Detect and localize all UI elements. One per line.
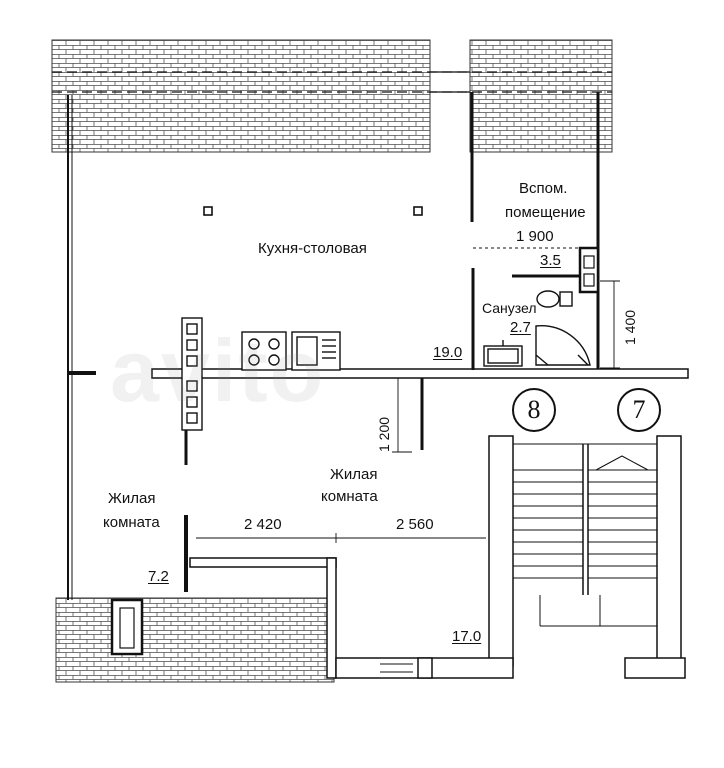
interior-walls [184, 378, 424, 679]
exterior-walls [67, 92, 600, 600]
living-center-area: 17.0 [452, 628, 482, 645]
stove [241, 331, 287, 371]
living-left-area: 7.2 [148, 568, 169, 585]
living-left-name-line1: Жилая [108, 490, 156, 507]
bathroom-name: Санузел [482, 300, 537, 316]
sink [291, 331, 341, 371]
watermark: avito [110, 321, 326, 420]
dimension-wall-left: 2 420 [244, 516, 282, 533]
entrance-wall [335, 657, 686, 679]
dimension-lines [196, 280, 620, 543]
stairwell [488, 435, 682, 667]
aux-room-area: 3.5 [540, 252, 561, 269]
dimension-bath-height: 1 400 [622, 309, 638, 345]
washbasin [483, 340, 523, 367]
dimension-aux-width: 1 900 [516, 228, 554, 245]
dimension-wall-right: 2 560 [396, 516, 434, 533]
toilet [536, 290, 573, 308]
shower [535, 325, 591, 366]
kitchen-area: 19.0 [433, 344, 463, 361]
axis-marker-8: 8 [512, 388, 556, 432]
ventilation-shaft [181, 317, 203, 465]
column [413, 206, 423, 216]
top-balcony [51, 39, 613, 153]
living-center-name-line1: Жилая [330, 466, 378, 483]
column [203, 206, 213, 216]
living-left-name-line2: комната [103, 514, 160, 531]
aux-room-name-line1: Вспом. [519, 180, 568, 197]
kitchen-name: Кухня-столовая [258, 240, 367, 257]
bathroom-area: 2.7 [510, 319, 531, 336]
bathroom-walls [471, 246, 600, 370]
main-wall [68, 368, 689, 379]
axis-marker-7: 7 [617, 388, 661, 432]
dimension-door-offset: 1 200 [376, 416, 392, 452]
aux-room-name-line2: помещение [505, 204, 586, 221]
bottom-balcony [55, 597, 335, 683]
living-center-name-line2: комната [321, 488, 378, 505]
